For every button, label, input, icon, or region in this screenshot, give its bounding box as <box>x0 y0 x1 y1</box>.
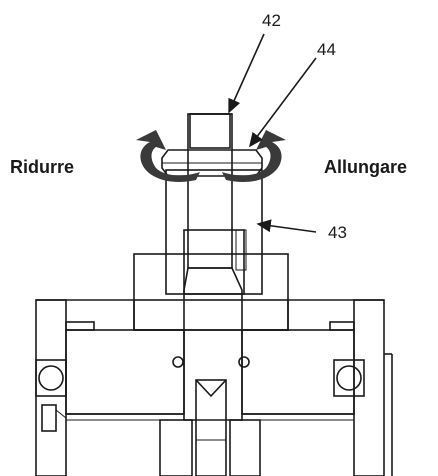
label-lengthen: Allungare <box>324 157 407 177</box>
piston-plate <box>35 321 365 421</box>
collar-housing <box>133 253 289 331</box>
curved-arrow-counterclockwise-icon <box>136 130 200 183</box>
central-rod <box>159 113 261 476</box>
callout-42: 42 <box>262 11 281 30</box>
adjusting-screw <box>189 113 231 149</box>
lock-nut <box>161 149 263 177</box>
callout-43: 43 <box>328 223 347 242</box>
adjusting-sleeve <box>165 169 263 295</box>
label-reduce: Ridurre <box>10 157 74 177</box>
outer-housing <box>35 299 393 476</box>
curved-arrow-clockwise-icon <box>222 130 286 183</box>
callout-44: 44 <box>317 40 336 59</box>
leader-lines <box>228 33 317 233</box>
